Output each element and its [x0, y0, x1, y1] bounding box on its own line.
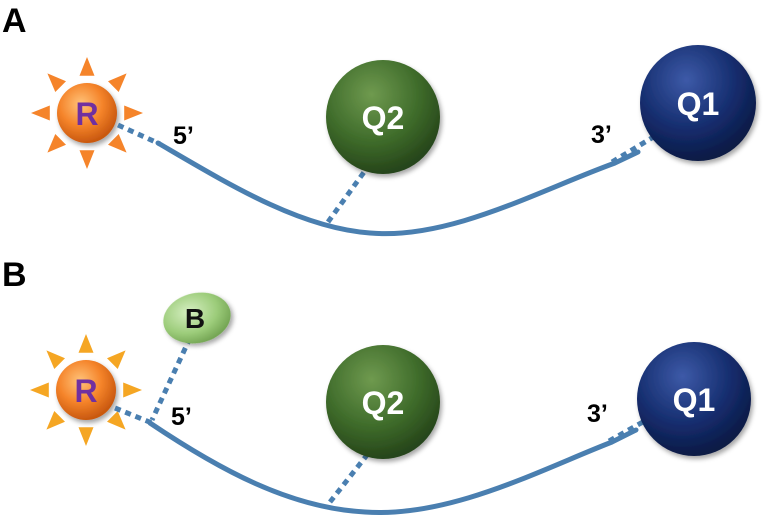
dna-strand-b	[147, 420, 639, 516]
reporter-ray-a-1	[108, 73, 127, 92]
panel-label-a: A	[2, 2, 27, 40]
five-prime-label-b: 5’	[171, 403, 192, 431]
q2-circle-b	[326, 345, 440, 459]
quencher-q2-b: Q2	[326, 345, 440, 459]
panel-b: B R B 5’ 3’ Q2 Q1	[2, 256, 751, 516]
reporter-ray-b-7	[46, 350, 65, 369]
q2-circle-a	[326, 60, 440, 174]
reporter-ray-a-4	[79, 150, 95, 169]
reporter-ray-b-3	[107, 411, 126, 430]
reporter-ray-a-0	[79, 57, 95, 76]
quencher-q1-b: Q1	[637, 342, 751, 456]
reporter-ray-b-4	[78, 427, 94, 446]
q2-label-b: Q2	[362, 385, 405, 421]
q1-label-a: Q1	[677, 86, 720, 122]
q1-linker-b	[607, 415, 652, 444]
q2-linker-b	[328, 453, 369, 504]
reporter-ray-b-1	[107, 350, 126, 369]
reporter-sun-a: R	[31, 57, 143, 169]
reporter-sun-b: R	[30, 334, 142, 446]
reporter-circle-b	[56, 360, 116, 420]
panel-a: A R 5’ 3’ Q2 Q1	[2, 2, 756, 237]
three-prime-label-b: 3’	[587, 400, 608, 428]
reporter-ray-a-7	[47, 73, 66, 92]
reporter-linker-b	[114, 405, 153, 426]
binder-linker-b	[149, 336, 193, 422]
reporter-rays-b	[30, 334, 142, 446]
reporter-ray-b-6	[30, 382, 49, 398]
reporter-ray-b-0	[78, 334, 94, 353]
reporter-ray-a-6	[31, 105, 50, 121]
reporter-rays-a	[31, 57, 143, 169]
quencher-q1-a: Q1	[640, 45, 756, 161]
reporter-label-a: R	[75, 96, 98, 132]
q1-circle-a	[640, 45, 756, 161]
reporter-linker-a	[116, 122, 162, 147]
q2-label-a: Q2	[362, 100, 405, 136]
reporter-ray-b-2	[123, 382, 142, 398]
binder-ellipse-b	[163, 292, 231, 344]
q1-label-b: Q1	[673, 382, 716, 418]
binder-label-b: B	[185, 303, 205, 334]
reporter-ray-a-2	[124, 105, 143, 121]
q2-linker-a	[325, 166, 370, 224]
binder-b: B	[163, 292, 231, 344]
quencher-q2-a: Q2	[326, 60, 440, 174]
three-prime-label-a: 3’	[591, 121, 612, 149]
q1-linker-a	[610, 133, 657, 165]
reporter-label-b: R	[74, 373, 97, 409]
five-prime-label-a: 5’	[173, 122, 194, 150]
reporter-circle-a	[57, 83, 117, 143]
q1-circle-b	[637, 342, 751, 456]
reporter-ray-a-3	[108, 134, 127, 153]
reporter-ray-b-5	[46, 411, 65, 430]
dna-strand-a	[155, 140, 641, 237]
panel-label-b: B	[2, 256, 27, 294]
reporter-ray-a-5	[47, 134, 66, 153]
